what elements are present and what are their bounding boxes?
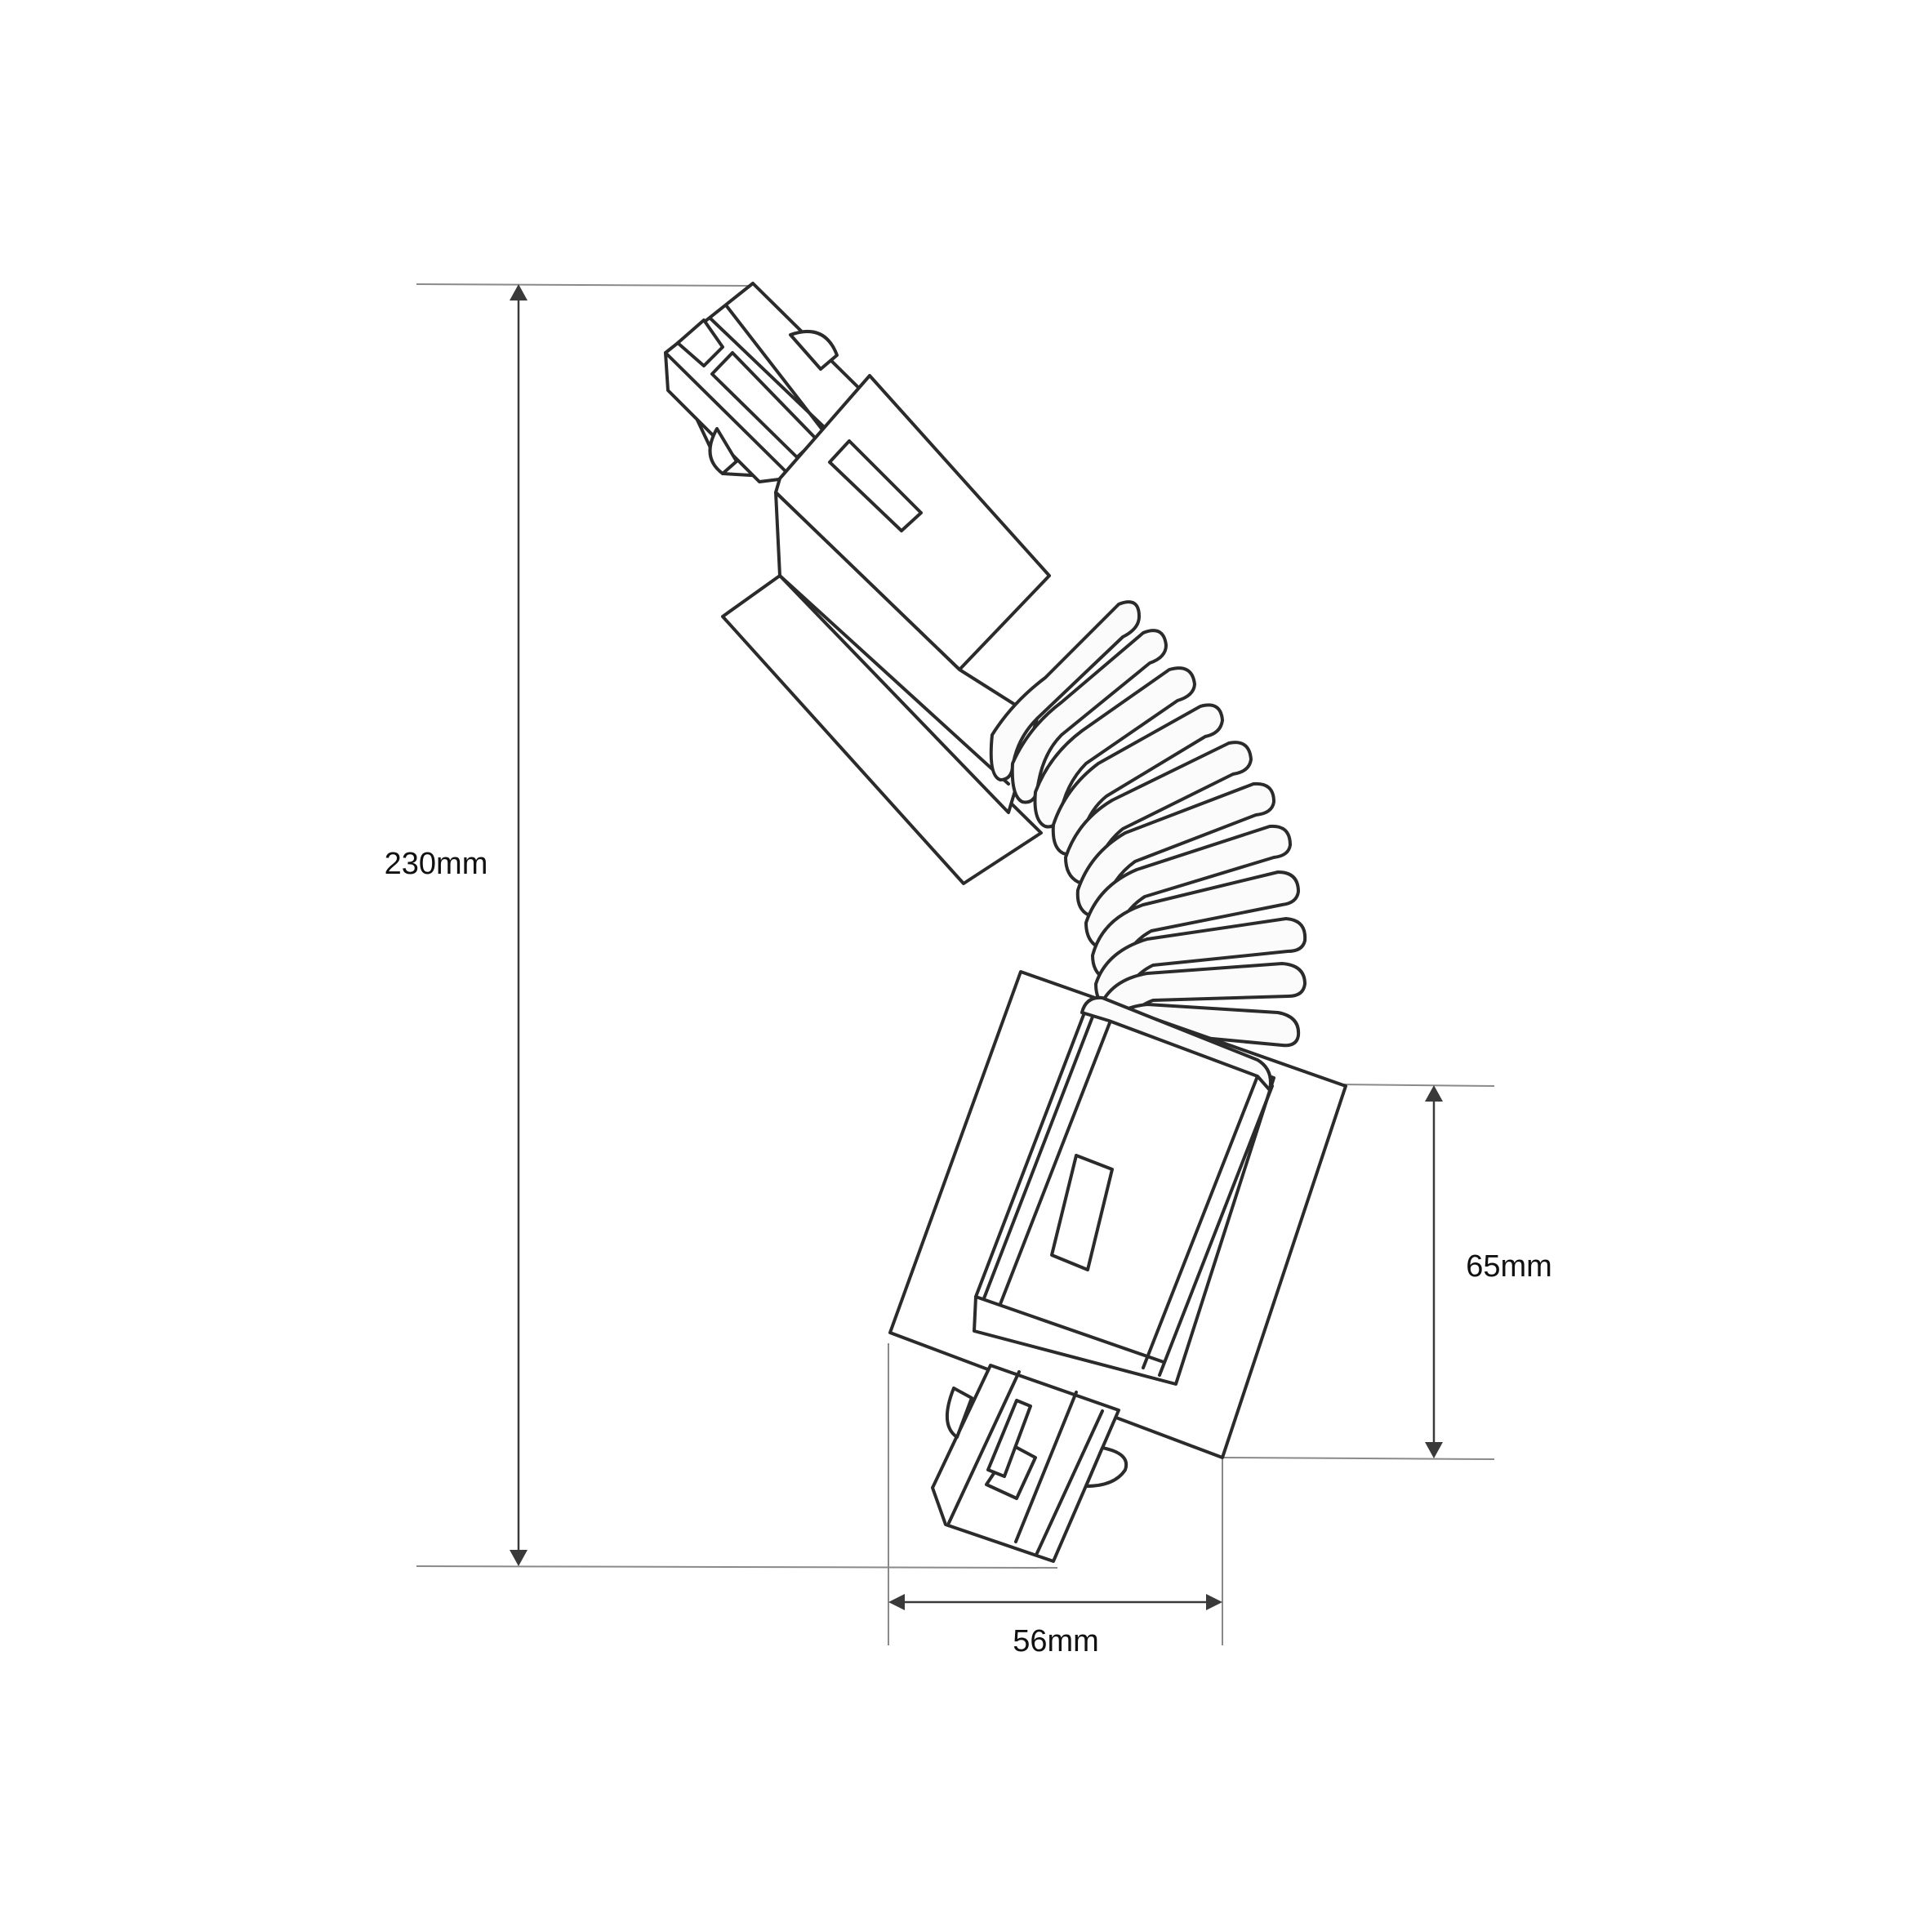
upper-plug-side <box>664 351 794 483</box>
extension-line-bottom <box>416 1565 1058 1569</box>
bellows-rib <box>989 600 1141 781</box>
dimension-overall-height <box>416 283 1058 1569</box>
lower-plug-slot <box>986 1399 1032 1478</box>
upper-latch-ear-right <box>789 330 839 371</box>
lower-housing-window <box>1050 1154 1114 1271</box>
extension-line-top <box>416 283 752 287</box>
upper-housing-window <box>828 439 923 532</box>
dimension-module-height <box>1220 1084 1495 1460</box>
bellows-rib <box>1033 666 1196 829</box>
dimension-label-module-height: 65mm <box>1466 1249 1552 1284</box>
dimension-module-width <box>888 1343 1223 1645</box>
dimension-label-module-width: 56mm <box>1013 1624 1099 1658</box>
flexible-bellows <box>989 600 1307 1062</box>
arrowhead-up-icon <box>510 284 528 300</box>
upper-latch-ear-left <box>708 427 738 475</box>
upper-flange-plate <box>721 574 1043 885</box>
dimension-label-overall-height: 230mm <box>384 847 488 881</box>
lower-latch-ear-left <box>945 1387 973 1439</box>
arrowhead-right-icon <box>1206 1594 1222 1610</box>
upper-adapter <box>664 282 1051 885</box>
lower-housing-collar <box>1080 995 1272 1092</box>
arrowhead-left-icon <box>888 1594 905 1610</box>
arrowhead-up-icon <box>1425 1085 1443 1102</box>
bellows-rib <box>1051 703 1224 857</box>
arrowhead-down-icon <box>510 1550 528 1566</box>
bellows-rib <box>1064 741 1253 885</box>
arrowhead-down-icon <box>1425 1442 1443 1458</box>
extension-line-bottom <box>1220 1457 1495 1460</box>
extension-line-top <box>1338 1084 1495 1087</box>
bellows-rib <box>1010 629 1168 804</box>
upper-plug-notch <box>676 318 724 367</box>
lower-latch-ear-right <box>1084 1446 1128 1488</box>
lower-adapter <box>888 970 1347 1563</box>
